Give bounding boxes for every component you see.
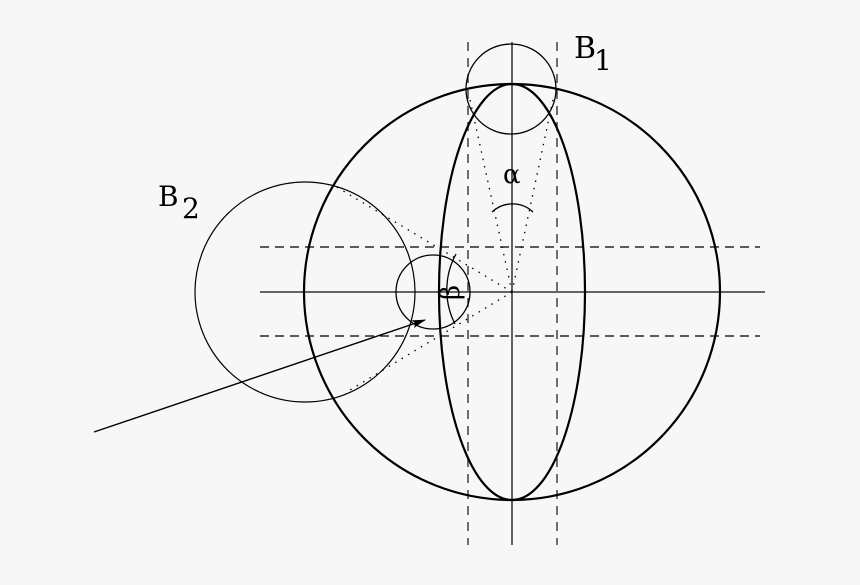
dotted-cone-b2-bottom xyxy=(344,291,513,394)
dotted-cone-b1-left xyxy=(468,94,513,293)
dotted-cone-b2-top xyxy=(334,185,513,293)
circle-b2 xyxy=(194,181,416,403)
dotted-cone-b1-right xyxy=(511,94,555,293)
incident-ray-arrow xyxy=(93,319,426,433)
alpha-angle-arc xyxy=(491,203,534,213)
circle-b1 xyxy=(465,43,557,135)
beta-angle-arc xyxy=(446,253,457,325)
label-b1: B xyxy=(574,31,596,66)
label-alpha: α xyxy=(503,160,521,190)
meridian-ellipse xyxy=(437,82,587,502)
circle-inner xyxy=(395,254,471,330)
label-b2-subscript: 2 xyxy=(182,192,200,225)
label-beta: β xyxy=(436,285,466,300)
label-b2: B xyxy=(158,180,179,213)
label-b1-subscript: 1 xyxy=(594,44,612,77)
